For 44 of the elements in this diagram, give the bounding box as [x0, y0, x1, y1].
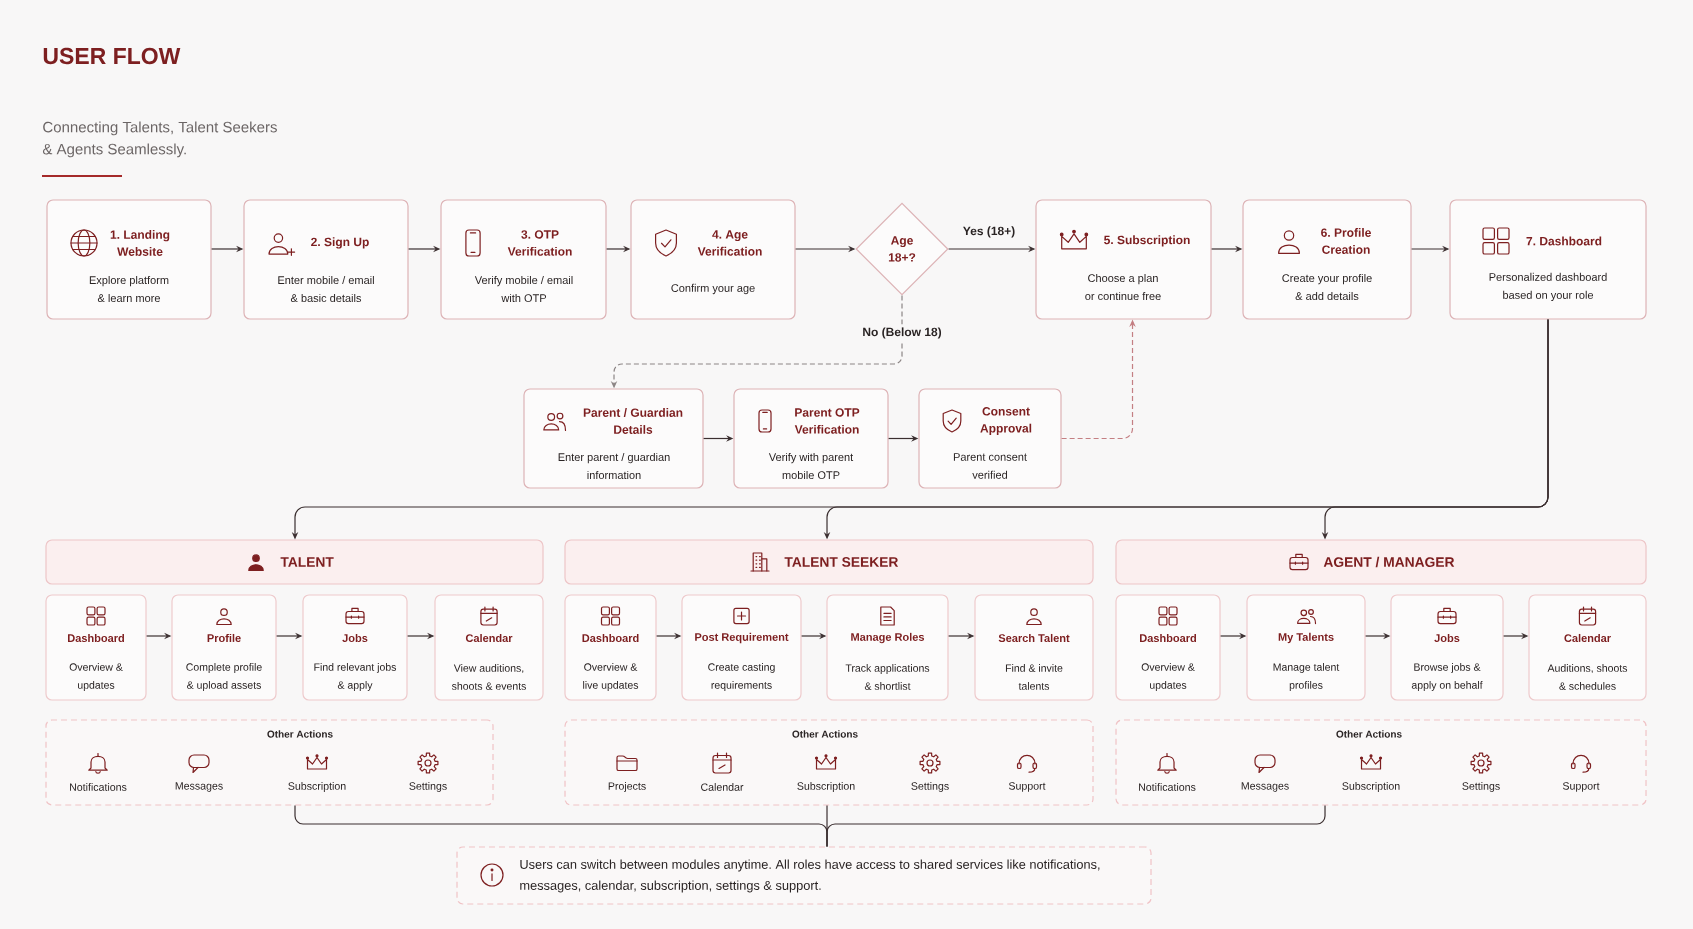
- edge-label: Yes (18+): [959, 223, 1019, 241]
- step-card: 5. Subscription Choose a plan or continue free: [1035, 199, 1212, 320]
- role-header: TALENT: [45, 539, 544, 585]
- feature-card: Manage Roles Track applications & shortlist: [826, 594, 949, 701]
- step-card: 1. Landing Website Explore platform & learn more: [46, 199, 212, 320]
- step-card: 7. Dashboard Personalized dashboard based on your role: [1449, 199, 1647, 320]
- role-header: AGENT / MANAGER: [1115, 539, 1647, 585]
- role-header: TALENT SEEKER: [564, 539, 1094, 585]
- action-label: Calendar: [701, 783, 744, 791]
- action-label: Notifications: [70, 783, 127, 791]
- feature-card: Dashboard Overview & updates: [1115, 594, 1221, 701]
- action-label: Settings: [409, 782, 447, 792]
- step-card: Consent Approval Parent consent verified: [918, 388, 1062, 489]
- feature-card: Calendar View auditions, shoots & events: [434, 594, 544, 701]
- step-card: 2. Sign Up Enter mobile / email & basic details: [243, 199, 409, 320]
- edge-label: No (Below 18): [859, 324, 945, 342]
- action-label: Subscription: [1342, 782, 1400, 792]
- title: USER FLOW: [43, 47, 181, 65]
- action-label: Support: [1008, 782, 1046, 792]
- step-card: 6. Profile Creation Create your profile & add details: [1242, 199, 1412, 320]
- action-label: Notifications: [1139, 783, 1196, 791]
- feature-card: Profile Complete profile & upload assets: [171, 594, 277, 701]
- feature-card: Dashboard Overview & updates: [45, 594, 147, 701]
- feature-card: Jobs Find relevant jobs & apply: [302, 594, 408, 701]
- action-label: Subscription: [288, 782, 346, 792]
- step-card: Parent OTP Verification Verify with parent mobile OTP: [733, 388, 889, 489]
- feature-card: Jobs Browse jobs & apply on behalf: [1390, 594, 1504, 701]
- step-card: Parent / Guardian Details Enter parent / guardian information: [523, 388, 704, 489]
- feature-card: Dashboard Overview & live updates: [564, 594, 657, 701]
- feature-card: Calendar Auditions, shoots & schedules: [1528, 594, 1647, 701]
- subtitle: Connecting Talents, Talent Seekers & Agents Seamlessly.: [42, 121, 277, 158]
- action-label: Settings: [1462, 782, 1500, 792]
- action-label: Projects: [608, 782, 646, 792]
- action-label: Settings: [911, 782, 949, 792]
- feature-card: My Talents Manage talent profiles: [1246, 594, 1366, 701]
- feature-card: Post Requirement Create casting requirements: [681, 594, 802, 701]
- action-label: Messages: [175, 782, 223, 792]
- action-label: Messages: [1241, 782, 1289, 792]
- feature-card: Search Talent Find & invite talents: [974, 594, 1094, 701]
- action-label: Subscription: [797, 782, 855, 792]
- info-note: Users can switch between modules anytime. All roles have access to shared services like notifications, messages, calendar, subscription, settings & support.: [456, 846, 1152, 905]
- step-card: 3. OTP Verification Verify mobile / email with OTP: [440, 199, 607, 320]
- step-card: 4. Age Verification Confirm your age: [630, 199, 796, 320]
- action-label: Support: [1562, 782, 1600, 792]
